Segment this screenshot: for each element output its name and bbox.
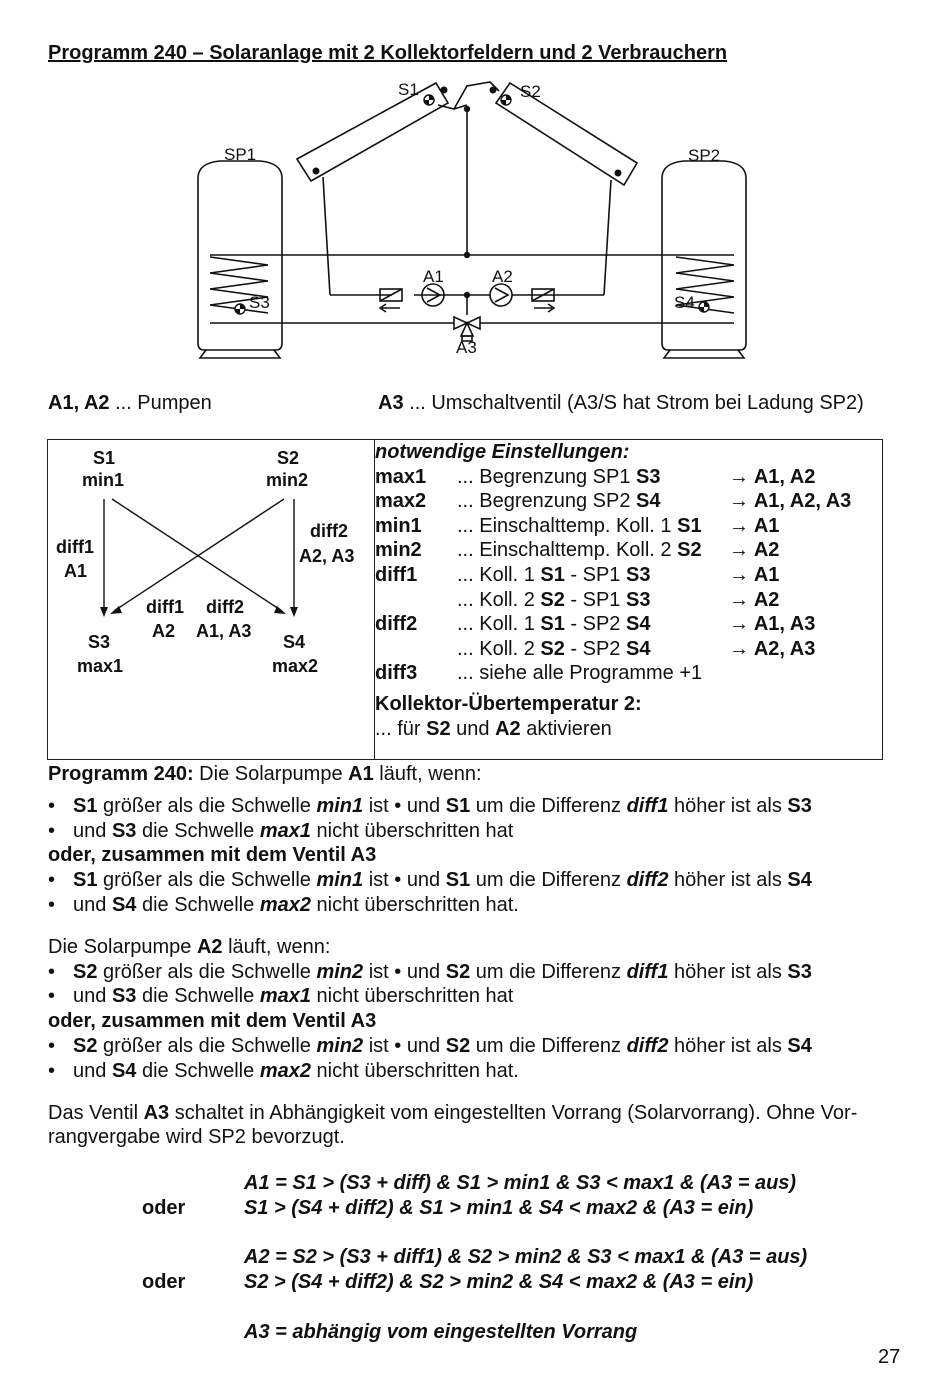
settings-cell: notwendige Einstellungen: max1... Begren… bbox=[374, 439, 883, 760]
label-s4: S4 bbox=[674, 293, 695, 312]
list-item: und S4 die Schwelle max2 nicht überschri… bbox=[48, 1059, 857, 1084]
settings-row: diff2... Koll. 1 S1 - SP2 S4→ A1, A3 bbox=[375, 613, 816, 636]
program-description: Programm 240: Die Solarpumpe A1 läuft, w… bbox=[48, 762, 857, 1150]
page-number: 27 bbox=[878, 1346, 901, 1368]
tank-sp2 bbox=[661, 160, 747, 351]
list-item: und S4 die Schwelle max2 nicht überschri… bbox=[48, 893, 857, 918]
settings-row: min1... Einschalttemp. Koll. 1 S1→ A1 bbox=[375, 514, 780, 537]
x-a2a3-right: A2, A3 bbox=[299, 546, 354, 566]
settings-row: max2... Begrenzung SP2 S4→ A1, A2, A3 bbox=[375, 490, 852, 513]
x-a1a3-mid: A1, A3 bbox=[196, 621, 251, 641]
label-a1: A1 bbox=[423, 267, 444, 286]
settings-row: min2... Einschalttemp. Koll. 2 S2→ A2 bbox=[375, 539, 780, 562]
legend-pumps: A1, A2 ... Pumpen bbox=[48, 392, 212, 414]
oder-label-1: oder bbox=[142, 1197, 186, 1219]
label-a2: A2 bbox=[492, 267, 513, 286]
x-min2: min2 bbox=[266, 470, 308, 490]
collector-right bbox=[494, 81, 639, 187]
settings-row: max1... Begrenzung SP1 S3→ A1, A2 bbox=[375, 465, 816, 488]
hydraulic-diagram: S1 S2 SP1 SP2 S3 S4 A1 A2 A3 bbox=[197, 80, 747, 359]
x-diff1-mid: diff1 bbox=[146, 597, 184, 617]
x-max2: max2 bbox=[272, 656, 318, 676]
x-s4: S4 bbox=[283, 632, 305, 652]
cross-diagram: S1 min1 S2 min2 diff1 A1 diff2 A2, A3 di… bbox=[56, 448, 354, 676]
label-a3: A3 bbox=[456, 338, 477, 357]
oder-label-2: oder bbox=[142, 1271, 186, 1293]
x-s1: S1 bbox=[93, 448, 115, 468]
cross-diagram-cell: S1 min1 S2 min2 diff1 A1 diff2 A2, A3 di… bbox=[47, 439, 375, 760]
label-s2: S2 bbox=[520, 82, 541, 101]
x-a1-left: A1 bbox=[64, 561, 87, 581]
x-a2-mid: A2 bbox=[152, 621, 175, 641]
list-item: S1 größer als die Schwelle min1 ist • un… bbox=[48, 794, 857, 819]
formula-a2-alt: S2 > (S4 + diff2) & S2 > min2 & S4 < max… bbox=[244, 1271, 754, 1293]
pump-a2 bbox=[489, 283, 513, 307]
x-max1: max1 bbox=[77, 656, 123, 676]
settings-row: ... Koll. 2 S2 - SP1 S3→ A2 bbox=[457, 588, 780, 611]
label-sp1: SP1 bbox=[224, 145, 256, 164]
label-sp2: SP2 bbox=[688, 146, 720, 165]
label-s1: S1 bbox=[398, 80, 419, 99]
settings-row: ... Koll. 2 S2 - SP2 S4→ A2, A3 bbox=[457, 637, 816, 660]
x-min1: min1 bbox=[82, 470, 124, 490]
pump-a1 bbox=[421, 283, 445, 307]
legend-valve: A3 ... Umschaltventil (A3/S hat Strom be… bbox=[378, 392, 864, 414]
list-item: S1 größer als die Schwelle min1 ist • un… bbox=[48, 868, 857, 893]
formula-a2: A2 = S2 > (S3 + diff1) & S2 > min2 & S3 … bbox=[244, 1246, 808, 1268]
list-item: und S3 die Schwelle max1 nicht überschri… bbox=[48, 984, 857, 1009]
list-item: S2 größer als die Schwelle min2 ist • un… bbox=[48, 1034, 857, 1059]
kollektor-text: ... für S2 und A2 aktivieren bbox=[375, 717, 612, 740]
settings-heading: notwendige Einstellungen: bbox=[375, 441, 630, 463]
x-diff2-mid: diff2 bbox=[206, 597, 244, 617]
x-diff1-left: diff1 bbox=[56, 537, 94, 557]
x-diff2-right: diff2 bbox=[310, 521, 348, 541]
formula-a1: A1 = S1 > (S3 + diff) & S1 > min1 & S3 <… bbox=[244, 1172, 797, 1194]
settings-row: diff1... Koll. 1 S1 - SP1 S3→ A1 bbox=[375, 563, 780, 586]
label-s3: S3 bbox=[249, 293, 270, 312]
tank-sp1 bbox=[197, 160, 283, 351]
settings-row: diff3... siehe alle Programme +1 bbox=[375, 662, 703, 685]
list-item: S2 größer als die Schwelle min2 ist • un… bbox=[48, 960, 857, 985]
settings-table: S1 min1 S2 min2 diff1 A1 diff2 A2, A3 di… bbox=[47, 439, 883, 760]
page-title: Programm 240 – Solaranlage mit 2 Kollekt… bbox=[48, 42, 728, 64]
formula-a3: A3 = abhängig vom eingestellten Vorrang bbox=[244, 1321, 638, 1343]
collector-left bbox=[295, 81, 450, 183]
formula-a1-alt: S1 > (S4 + diff2) & S1 > min1 & S4 < max… bbox=[244, 1197, 754, 1219]
x-s3: S3 bbox=[88, 632, 110, 652]
kollektor-heading: Kollektor-Übertemperatur 2: bbox=[375, 692, 642, 715]
x-s2: S2 bbox=[277, 448, 299, 468]
list-item: und S3 die Schwelle max1 nicht überschri… bbox=[48, 819, 857, 844]
